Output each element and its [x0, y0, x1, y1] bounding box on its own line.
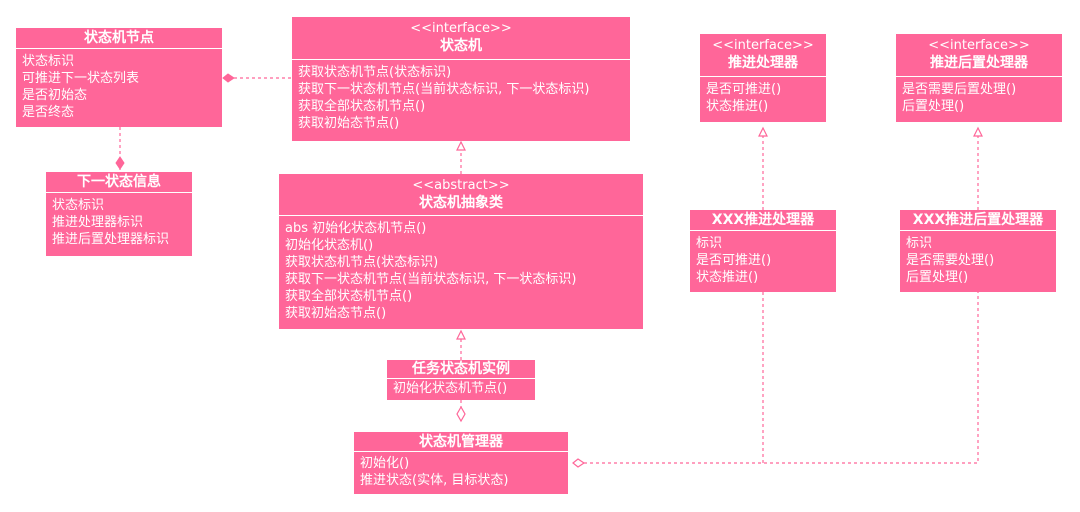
composition-diamond-icon — [222, 73, 235, 83]
class-name: XXX推进处理器 — [711, 212, 815, 228]
method: 是否需要处理() — [906, 253, 995, 268]
class-state-machine-manager[interactable]: 状态机管理器 初始化() 推进状态(实体, 目标状态) — [354, 432, 568, 494]
class-xxx-advance-processor[interactable]: XXX推进处理器 标识 是否可推进() 状态推进() — [690, 210, 836, 292]
class-header: <<abstract>> 状态机抽象类 — [279, 174, 643, 216]
class-header: 下一状态信息 — [46, 172, 192, 193]
method: 初始化() — [360, 456, 410, 471]
class-methods: 是否可推进() 状态推进() — [700, 77, 826, 119]
class-header: XXX推进后置处理器 — [900, 210, 1056, 231]
aggregation-diamond-icon — [456, 405, 466, 423]
method: 获取状态机节点(状态标识) — [298, 65, 452, 80]
method: 获取全部状态机节点() — [298, 99, 426, 114]
class-name: 推进处理器 — [728, 55, 798, 71]
method: 是否可推进() — [706, 82, 782, 97]
method: 获取初始态节点() — [285, 306, 387, 321]
attribute: 是否终态 — [22, 105, 75, 120]
aggregation-diamond-icon — [572, 458, 586, 468]
class-methods: 初始化状态机节点() — [387, 379, 535, 398]
method: abs 初始化状态机节点() — [285, 221, 427, 236]
class-header: 状态机节点 — [16, 28, 222, 49]
attribute: 是否初始态 — [22, 88, 88, 103]
method: 初始化状态机() — [285, 238, 374, 253]
realization-arrow-icon — [758, 126, 768, 137]
composition-diamond-icon — [115, 156, 125, 170]
method: 获取下一状态机节点(当前状态标识, 下一状态标识) — [298, 82, 590, 97]
class-name: 状态机节点 — [84, 30, 154, 46]
class-name: 状态机 — [440, 38, 482, 54]
method: 状态推进() — [696, 270, 759, 285]
class-methods: 初始化() 推进状态(实体, 目标状态) — [354, 452, 568, 492]
method: 是否可推进() — [696, 253, 772, 268]
stereotype: <<abstract>> — [412, 178, 510, 193]
interface-state-machine[interactable]: <<interface>> 状态机 获取状态机节点(状态标识) 获取下一状态机节… — [292, 17, 630, 141]
class-name: 状态机抽象类 — [419, 195, 503, 211]
attribute: 推进处理器标识 — [52, 215, 144, 230]
method: 获取下一状态机节点(当前状态标识, 下一状态标识) — [285, 272, 577, 287]
class-header: <<interface>> 推进后置处理器 — [896, 34, 1062, 77]
method: 推进状态(实体, 目标状态) — [360, 473, 509, 488]
class-header: <<interface>> 推进处理器 — [700, 34, 826, 77]
method: 后置处理() — [902, 99, 965, 114]
class-header: XXX推进处理器 — [690, 210, 836, 231]
class-methods: 获取状态机节点(状态标识) 获取下一状态机节点(当前状态标识, 下一状态标识) … — [292, 60, 630, 136]
class-attributes: 状态标识 可推进下一状态列表 是否初始态 是否终态 — [16, 49, 222, 125]
class-name: 推进后置处理器 — [930, 55, 1028, 71]
interface-post-processor[interactable]: <<interface>> 推进后置处理器 是否需要后置处理() 后置处理() — [896, 34, 1062, 122]
class-header: <<interface>> 状态机 — [292, 17, 630, 60]
method: 初始化状态机节点() — [393, 381, 508, 396]
attribute: 状态标识 — [52, 198, 105, 213]
class-state-node[interactable]: 状态机节点 状态标识 可推进下一状态列表 是否初始态 是否终态 — [16, 28, 222, 127]
class-members: 标识 是否需要处理() 后置处理() — [900, 231, 1056, 290]
class-header: 状态机管理器 — [354, 432, 568, 452]
class-attributes: 状态标识 推进处理器标识 推进后置处理器标识 — [46, 193, 192, 252]
stereotype: <<interface>> — [712, 38, 814, 53]
method: 后置处理() — [906, 270, 969, 285]
method: 获取全部状态机节点() — [285, 289, 413, 304]
realization-arrow-icon — [456, 140, 466, 151]
method: 状态推进() — [706, 99, 769, 114]
stereotype: <<interface>> — [928, 38, 1030, 53]
attribute: 状态标识 — [22, 54, 75, 69]
attribute: 标识 — [906, 236, 933, 251]
attribute: 可推进下一状态列表 — [22, 71, 140, 86]
class-header: 任务状态机实例 — [387, 360, 535, 379]
class-methods: 是否需要后置处理() 后置处理() — [896, 77, 1062, 119]
method: 获取初始态节点() — [298, 116, 400, 131]
attribute: 标识 — [696, 236, 723, 251]
class-xxx-post-processor[interactable]: XXX推进后置处理器 标识 是否需要处理() 后置处理() — [900, 210, 1056, 292]
realization-arrow-icon — [973, 126, 983, 137]
class-name: 下一状态信息 — [77, 174, 161, 190]
class-members: 标识 是否可推进() 状态推进() — [690, 231, 836, 290]
link-manager-to-processors — [584, 292, 979, 464]
class-name: XXX推进后置处理器 — [912, 212, 1044, 228]
interface-advance-processor[interactable]: <<interface>> 推进处理器 是否可推进() 状态推进() — [700, 34, 826, 122]
method: 是否需要后置处理() — [902, 82, 1017, 97]
class-task-state-machine[interactable]: 任务状态机实例 初始化状态机节点() — [387, 360, 535, 400]
attribute: 推进后置处理器标识 — [52, 232, 170, 247]
abstract-state-machine[interactable]: <<abstract>> 状态机抽象类 abs 初始化状态机节点() 初始化状态… — [279, 174, 643, 329]
method: 获取状态机节点(状态标识) — [285, 255, 439, 270]
class-name: 任务状态机实例 — [412, 361, 510, 377]
stereotype: <<interface>> — [410, 21, 512, 36]
class-next-state-info[interactable]: 下一状态信息 状态标识 推进处理器标识 推进后置处理器标识 — [46, 172, 192, 256]
class-methods: abs 初始化状态机节点() 初始化状态机() 获取状态机节点(状态标识) 获取… — [279, 216, 643, 326]
class-name: 状态机管理器 — [419, 434, 503, 450]
inheritance-arrow-icon — [456, 329, 466, 340]
